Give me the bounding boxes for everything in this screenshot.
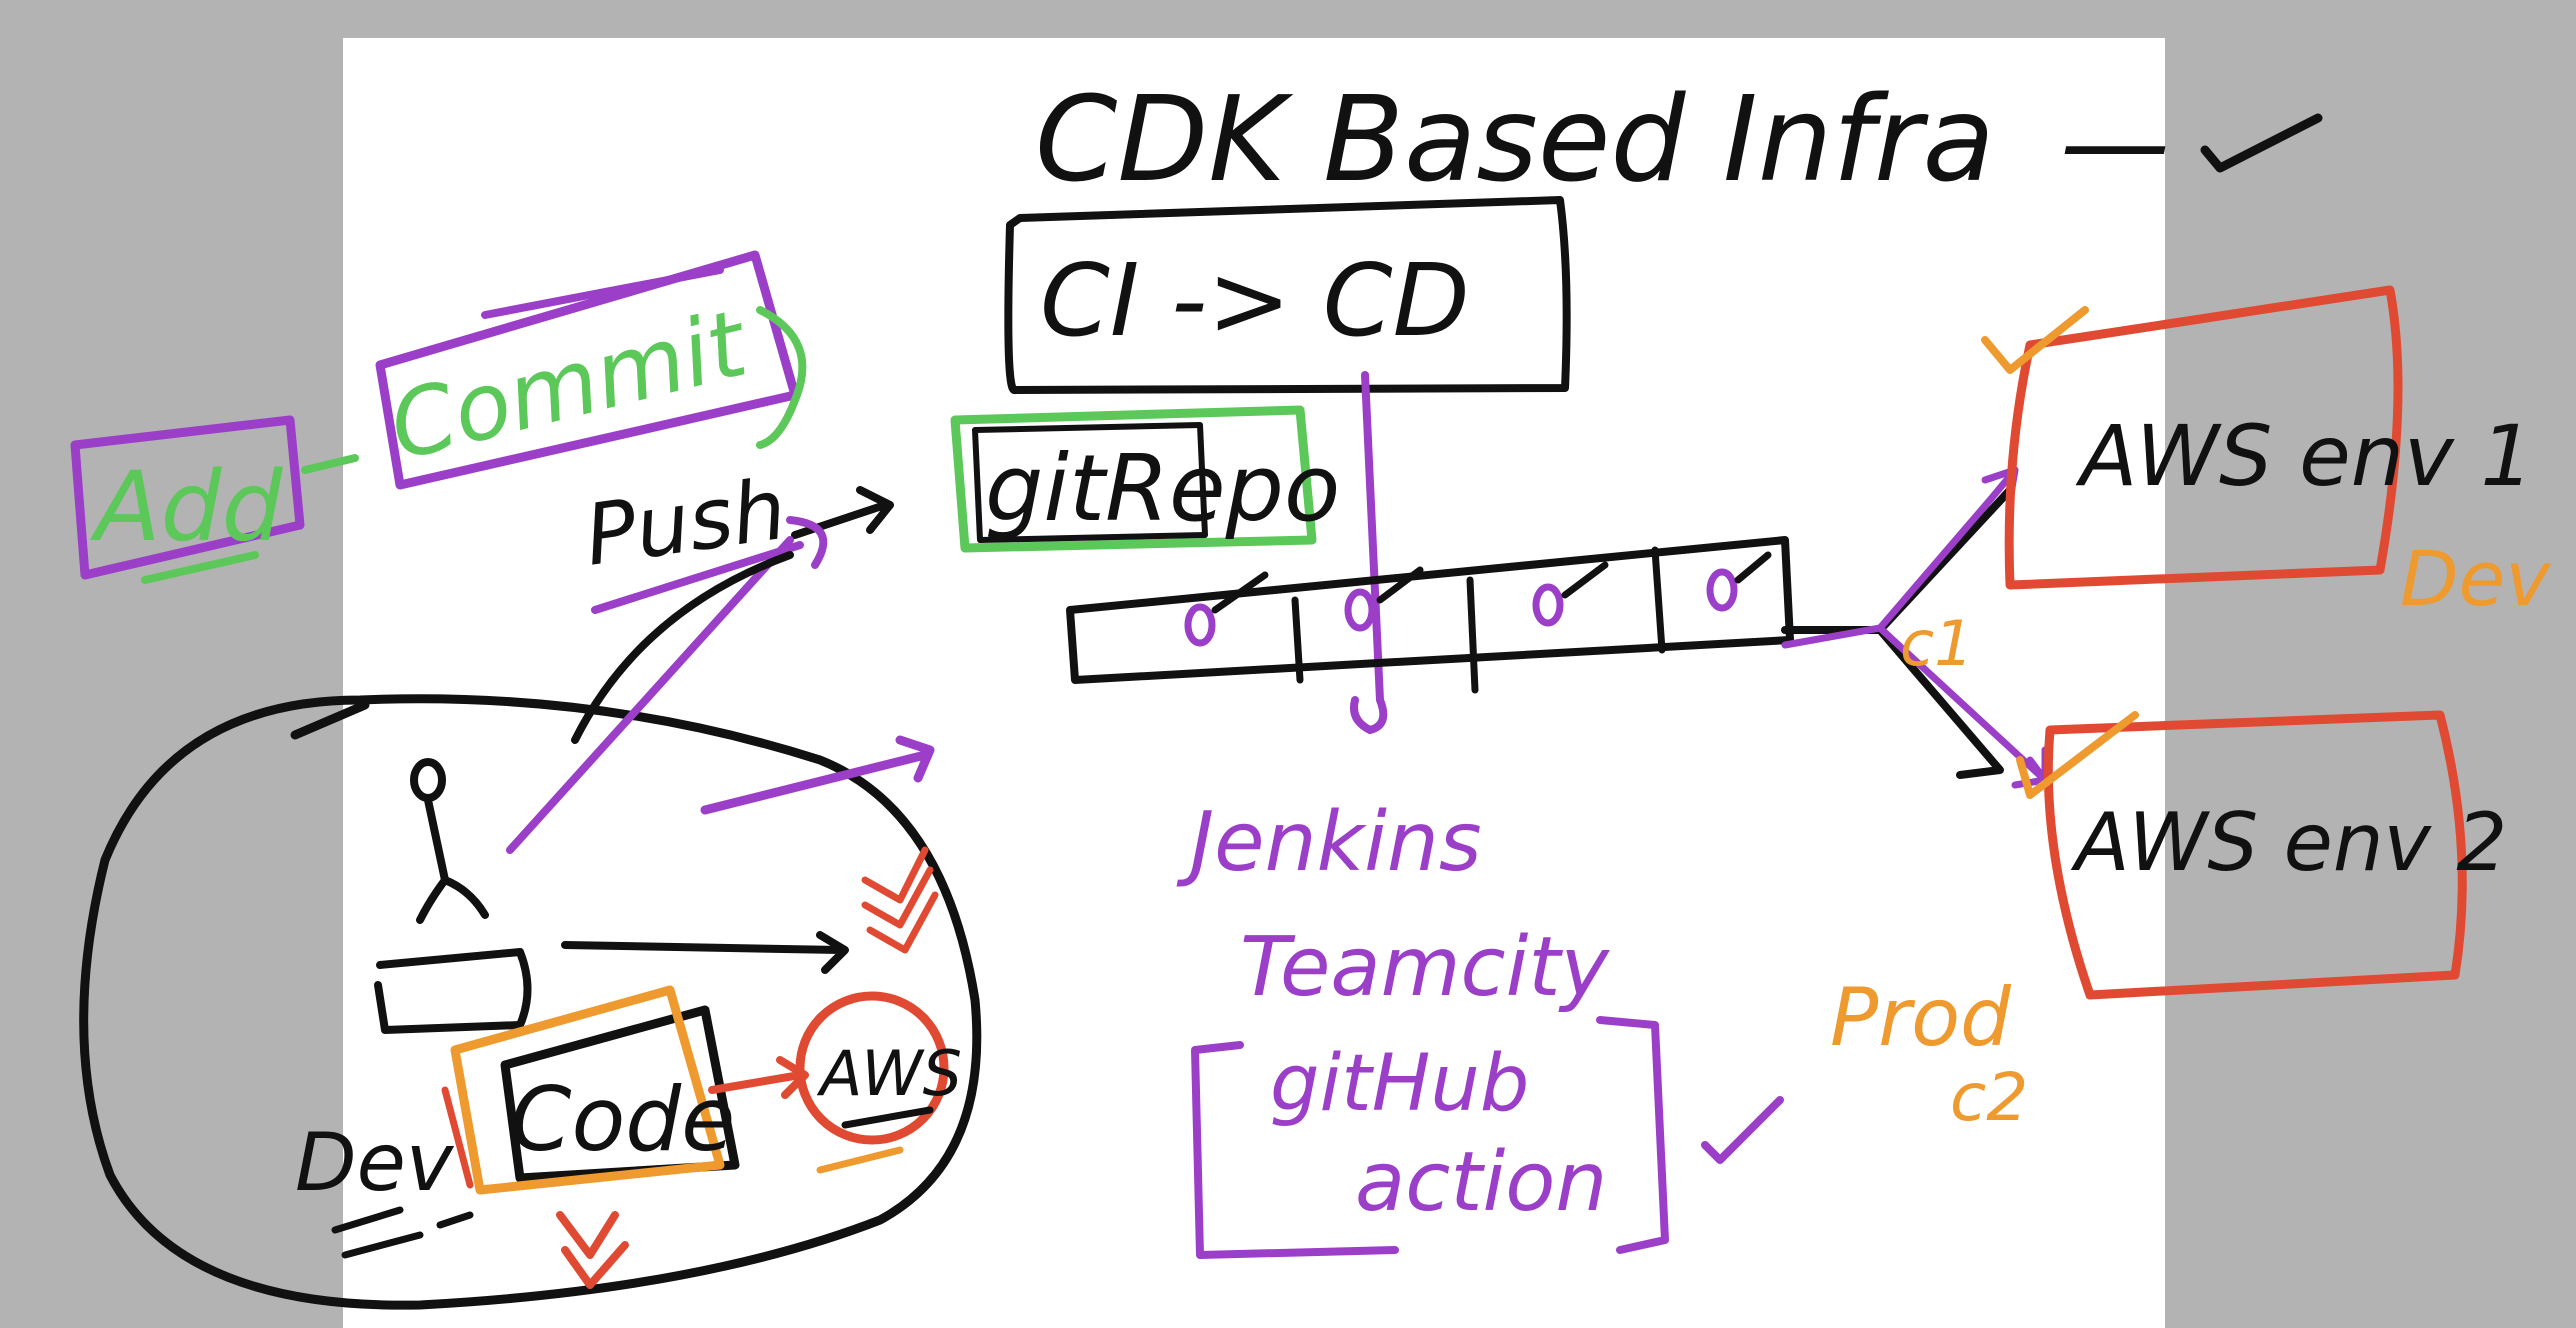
tools-checkmark: [1701, 1096, 1784, 1164]
figure-to-push-black: [571, 551, 794, 744]
commit-dot-4: [1706, 568, 1738, 612]
commit-dot-2: [1344, 588, 1376, 632]
env1-ci-label: c1: [1900, 607, 1974, 680]
figure-to-push-purple: [506, 536, 794, 854]
tool-jenkins: Jenkins: [1176, 795, 1482, 890]
boundary-top-tick: [290, 700, 370, 740]
tool-teamcity: Teamcity: [1240, 920, 1611, 1015]
cicd-label: CI -> CD: [1040, 242, 1470, 359]
red-chevrons: [861, 846, 939, 954]
title-checkmark: [2200, 113, 2323, 173]
diagram-title: CDK Based Infra: [1035, 70, 1995, 208]
tool-github: gitHub: [1270, 1039, 1529, 1129]
aws-circle: [795, 991, 949, 1145]
desk-to-aws-arrow: [561, 931, 849, 974]
dev-underline: [331, 1206, 474, 1259]
commit-dot-1: [1184, 603, 1216, 647]
aws-circle-label: AWS: [816, 1037, 962, 1110]
title-dash: —: [2060, 78, 2170, 206]
developer-boundary: [79, 694, 982, 1310]
cicd-to-tools-connector: [1350, 371, 1388, 734]
developer-figure-body: [416, 796, 489, 924]
cicd-box: [1004, 196, 1571, 394]
aws-underline: [841, 1106, 934, 1129]
dev-label: Dev: [295, 1116, 455, 1209]
commit-overline: [481, 266, 724, 319]
git-repo-box: [950, 405, 1317, 553]
env2-tag-prod: Prod: [1830, 971, 2012, 1064]
commit-green-loop: [756, 306, 807, 449]
add-box: [70, 415, 305, 580]
add-label: Add: [89, 451, 284, 563]
code-box-black: [500, 1005, 740, 1183]
aws-env1-box: [2004, 285, 2403, 590]
commit-tick-3: [1561, 561, 1609, 599]
aws-orange-underline: [816, 1146, 904, 1174]
code-to-aws-arrow: [708, 1056, 809, 1099]
aws-env2-box: [2043, 710, 2467, 1000]
code-box-red: [441, 1086, 474, 1189]
commit-bar: [1066, 536, 1794, 684]
code-red-checkmark: [556, 1211, 629, 1289]
code-label: Code: [510, 1068, 735, 1171]
git-repo-label: gitRepo: [985, 435, 1340, 542]
tools-bracket-right: [1596, 1016, 1669, 1254]
add-underline: [141, 551, 259, 584]
aws-env2-label: AWS env 2: [2070, 796, 2507, 889]
env2-ci-label: c2: [1950, 1059, 2028, 1136]
commit-divider-3: [1651, 546, 1666, 654]
env1-orange-check: [1981, 306, 2089, 374]
commit-tick-4: [1734, 551, 1772, 584]
tool-action: action: [1355, 1135, 1607, 1230]
push-underline-purple: [591, 541, 804, 614]
oval-purple-arrow: [700, 735, 935, 815]
canvas-sheet: [343, 38, 2165, 1328]
commit-tick-2: [1376, 566, 1424, 604]
env2-orange-check: [2016, 711, 2139, 799]
developer-desk: [374, 948, 532, 1034]
add-to-commit-dash: [301, 454, 359, 474]
push-arrow: [791, 486, 894, 539]
env1-tag-dev: Dev: [2400, 534, 2551, 623]
aws-env1-label: AWS env 1: [2075, 407, 2534, 505]
commit-divider-1: [1291, 596, 1304, 684]
push-curve-purple: [786, 516, 828, 569]
tools-bracket-left: [1191, 1041, 1399, 1259]
commit-dot-3: [1532, 583, 1564, 627]
commit-divider-2: [1466, 576, 1479, 694]
code-box-orange: [450, 985, 725, 1195]
git-repo-inner-box: [972, 422, 1208, 543]
commit-tick-1: [1211, 571, 1269, 614]
